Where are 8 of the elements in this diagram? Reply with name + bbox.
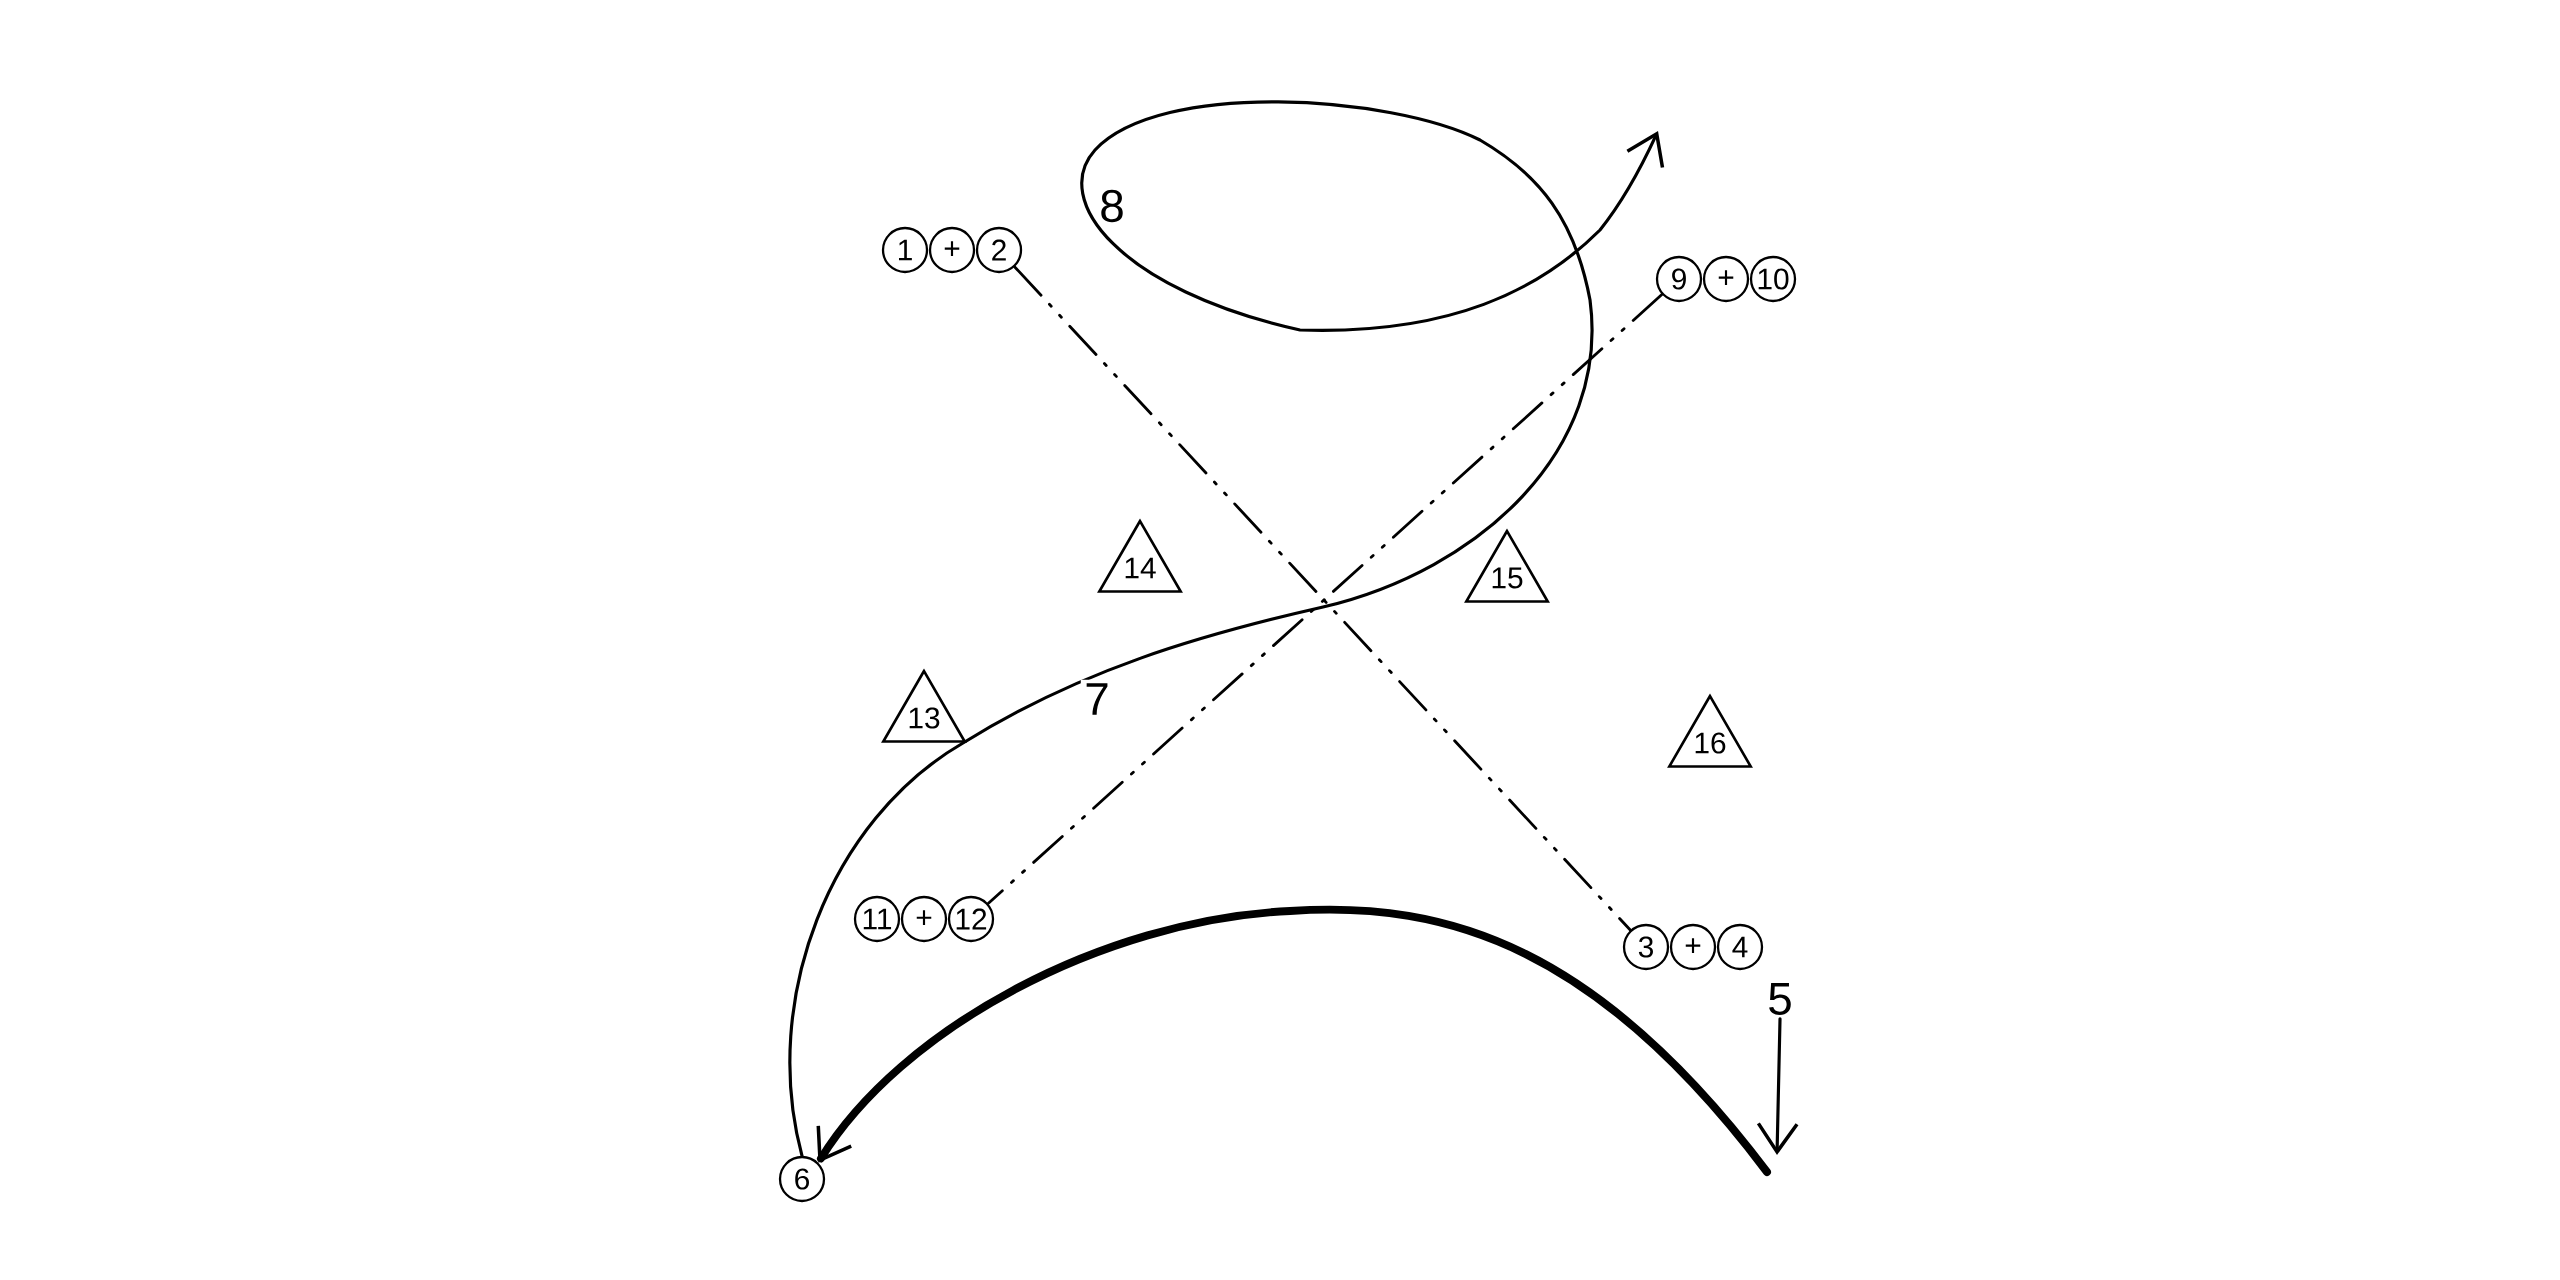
dash-dot-line: [986, 293, 1664, 905]
number-label: 5: [1769, 983, 1791, 1015]
edge-label: 7: [1080, 679, 1114, 719]
arrow: [788, 100, 1665, 1158]
arrow: [816, 905, 1771, 1176]
arrow: [1756, 1017, 1799, 1155]
number-label: 8: [1101, 189, 1123, 223]
dash-dot-line: [1013, 265, 1632, 932]
